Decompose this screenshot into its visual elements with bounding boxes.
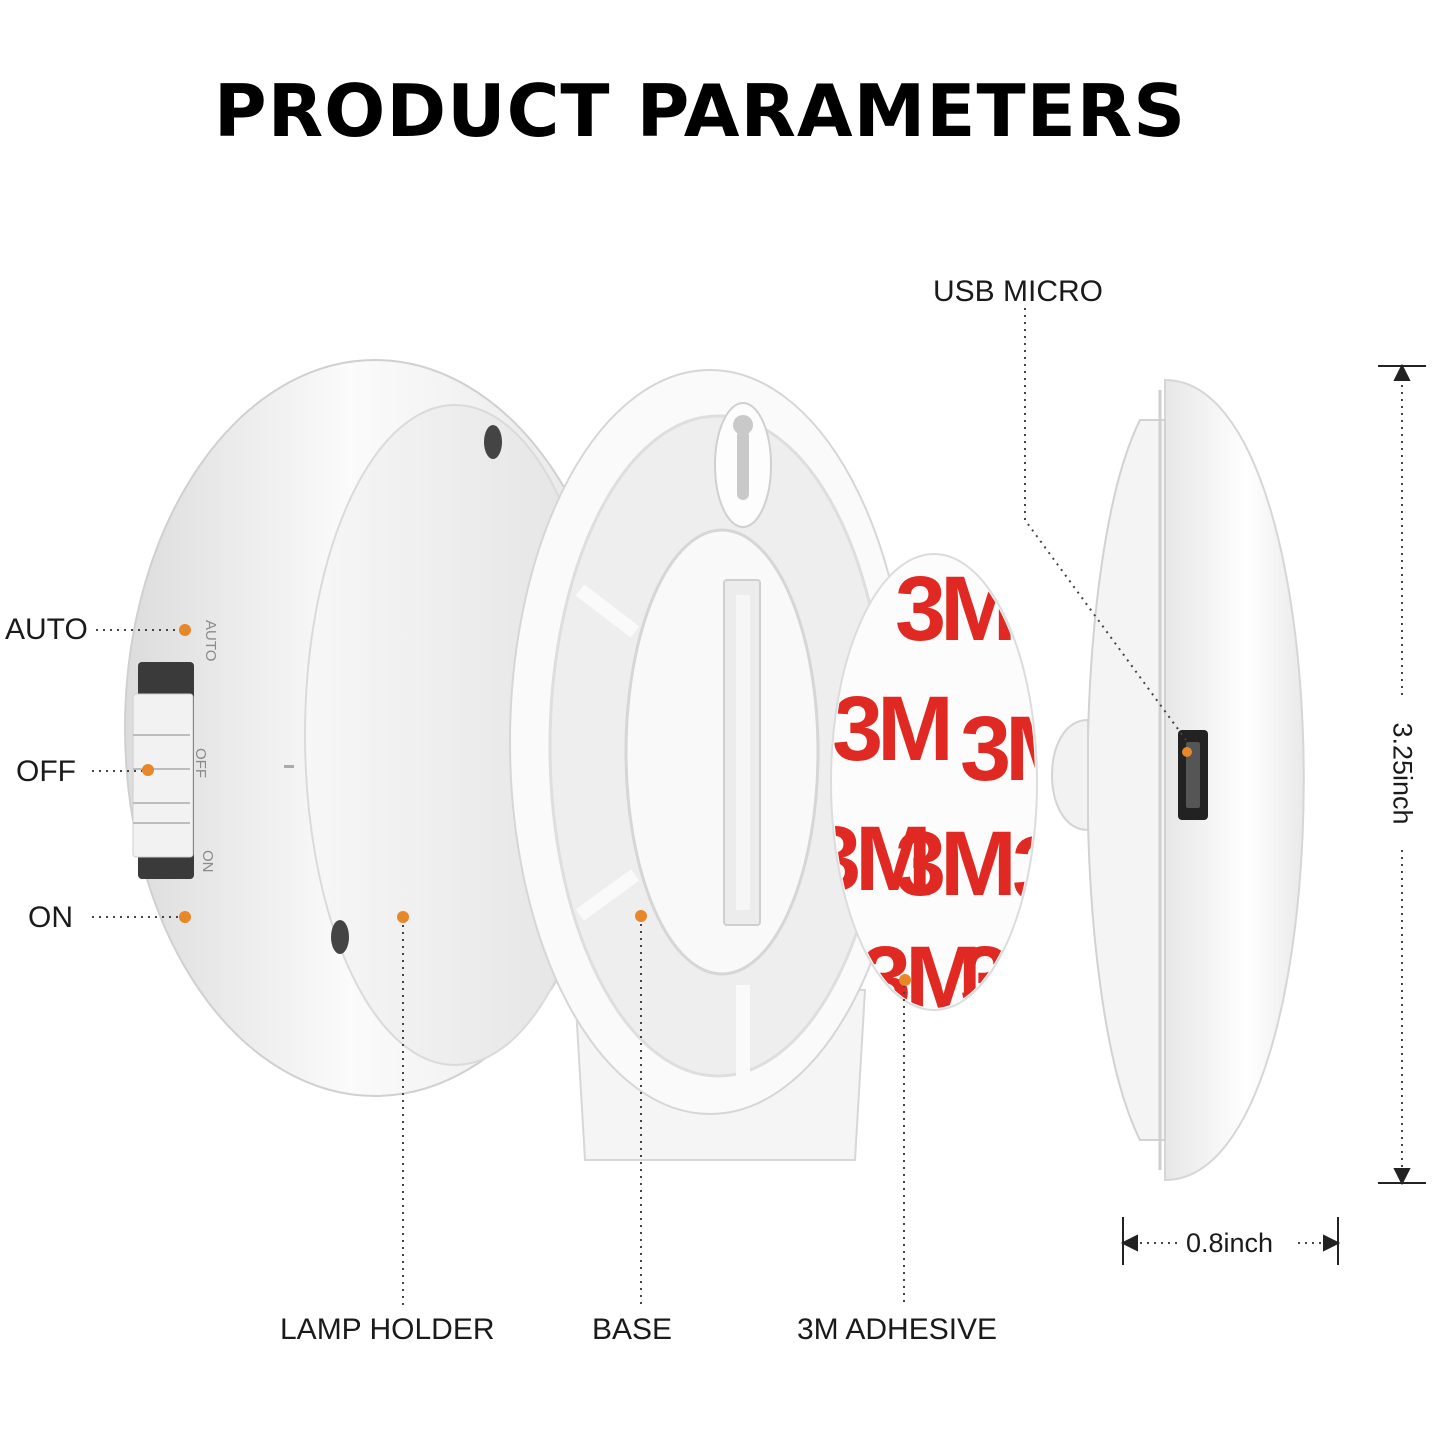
adhesive-mark: 3M (810, 808, 926, 910)
label-lamp-holder: LAMP HOLDER (280, 1313, 495, 1346)
dimension-markers (1120, 363, 1426, 1265)
callout-dot-usb (1182, 747, 1192, 757)
callout-dot-on (179, 911, 191, 923)
label-base: BASE (592, 1313, 673, 1346)
mode-switch[interactable] (132, 662, 194, 879)
page-title: PRODUCT PARAMETERS (213, 69, 1187, 153)
switch-marking-on: ON (199, 850, 216, 873)
lamp-side-illustration (1051, 378, 1305, 1182)
callout-dot-auto (179, 624, 191, 636)
adhesive-mark: 3M (895, 813, 1011, 915)
callout-dots (142, 624, 1192, 986)
base-illustration (509, 369, 911, 1161)
switch-marking-auto: AUTO (202, 620, 219, 661)
leader-lines (92, 308, 1403, 1305)
adhesive-mark: 3M (960, 928, 1076, 1030)
switch-marking-off: OFF (192, 748, 209, 778)
callout-dot-lamp-holder (397, 911, 409, 923)
label-adhesive: 3M ADHESIVE (797, 1313, 998, 1346)
callout-dot-off (142, 764, 154, 776)
adhesive-mark: 3M (960, 698, 1076, 800)
label-auto: AUTO (5, 613, 88, 646)
adhesive-mark: 3M (895, 558, 1011, 660)
dimension-height: 3.25inch (1388, 713, 1418, 834)
adhesive-mark: 3M (860, 928, 976, 1030)
callout-dot-base (635, 910, 647, 922)
adhesive-mark: 3M (832, 678, 948, 780)
label-usb-micro: USB MICRO (933, 275, 1104, 308)
dimension-depth: 0.8inch (1186, 1228, 1274, 1258)
label-on: ON (28, 901, 73, 934)
callout-dot-adhesive (899, 974, 911, 986)
label-off: OFF (16, 755, 76, 788)
